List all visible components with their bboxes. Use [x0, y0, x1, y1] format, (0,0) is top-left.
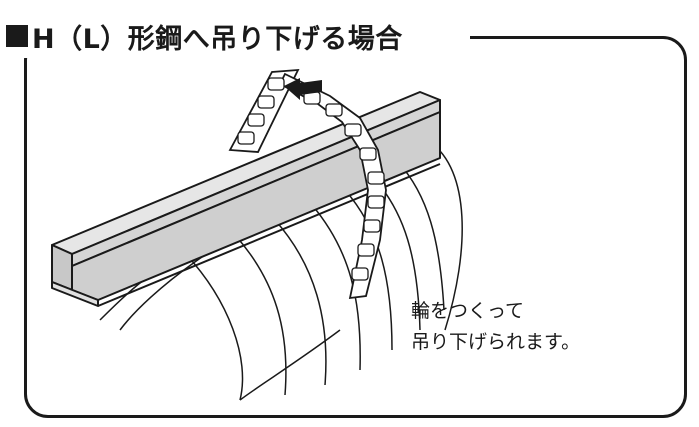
square-bullet-icon: [6, 25, 28, 47]
angle-beam: [51, 91, 441, 307]
hanging-band: [228, 68, 387, 300]
title-backdrop: [0, 14, 470, 58]
caption-line-2: 吊り下げられます。: [411, 331, 581, 353]
caption: 輪をつくって 吊り下げられます。: [411, 296, 580, 358]
section-title: H（L）形鋼へ吊り下げる場合: [6, 16, 403, 56]
section-title-text: H（L）形鋼へ吊り下げる場合: [32, 23, 403, 55]
arrow-icon: [284, 78, 322, 100]
caption-line-1: 輪をつくって: [411, 300, 525, 322]
